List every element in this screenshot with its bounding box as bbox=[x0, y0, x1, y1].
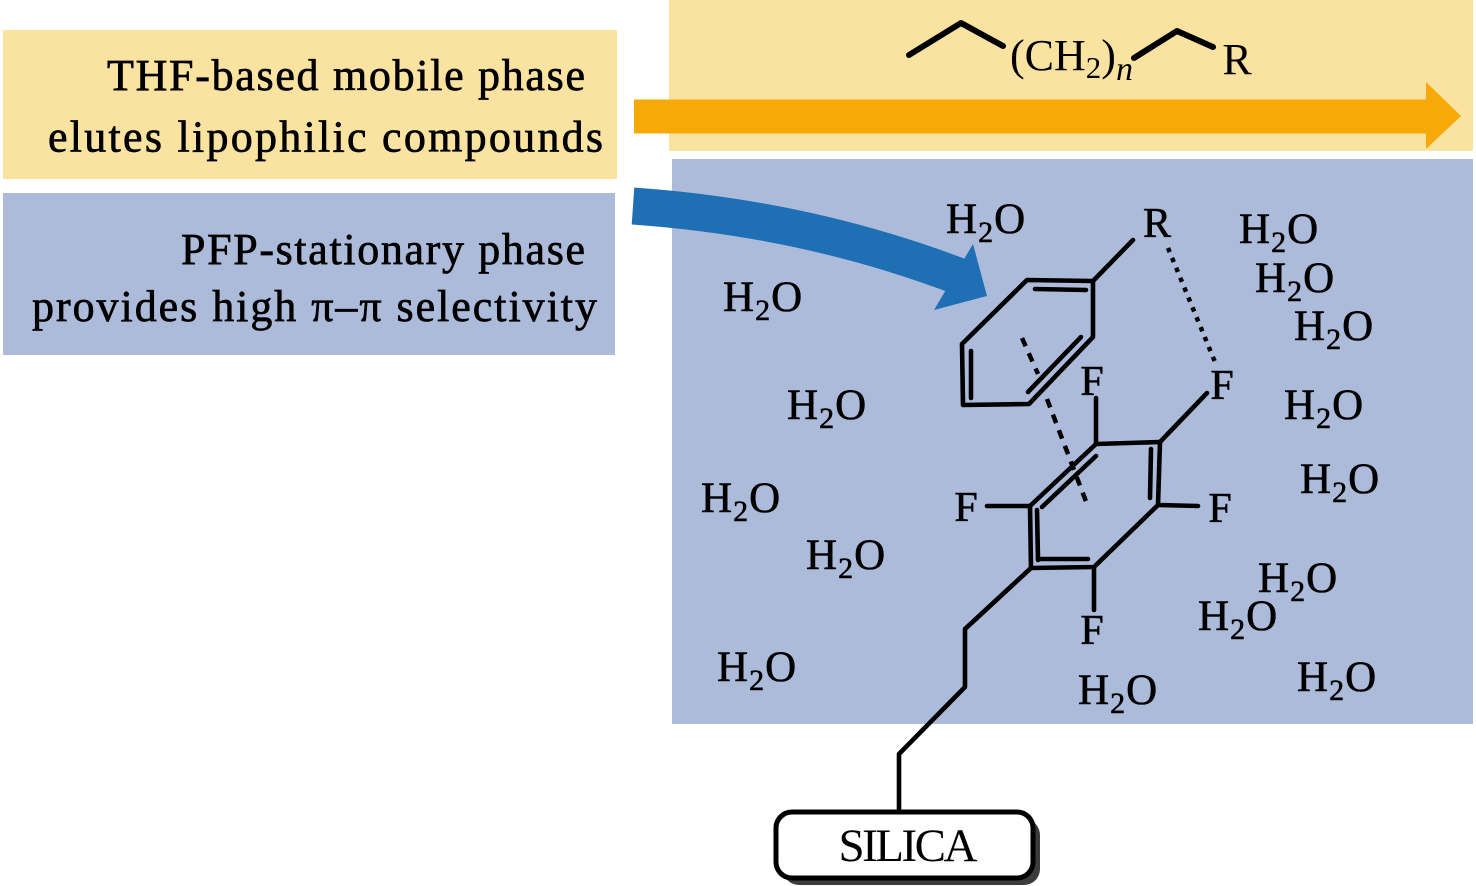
svg-text:F: F bbox=[1208, 486, 1231, 532]
svg-text:(CH2)n: (CH2)n bbox=[1010, 31, 1133, 88]
svg-text:F: F bbox=[1080, 359, 1103, 405]
svg-text:THF-based mobile phase: THF-based mobile phase bbox=[107, 51, 585, 100]
svg-text:R: R bbox=[1143, 201, 1171, 247]
svg-text:F: F bbox=[954, 485, 977, 531]
svg-text:F: F bbox=[1210, 363, 1233, 409]
svg-text:provides high π–π selectivity: provides high π–π selectivity bbox=[32, 282, 597, 331]
svg-text:H2O: H2O bbox=[717, 644, 797, 697]
svg-text:SILICA: SILICA bbox=[839, 820, 978, 872]
svg-text:H2O: H2O bbox=[1255, 255, 1335, 308]
svg-text:H2O: H2O bbox=[701, 475, 781, 528]
svg-text:PFP-stationary phase: PFP-stationary phase bbox=[181, 225, 585, 274]
svg-text:H2O: H2O bbox=[723, 274, 803, 327]
svg-text:F: F bbox=[1080, 608, 1103, 654]
svg-text:R: R bbox=[1222, 35, 1252, 84]
svg-text:elutes lipophilic compounds: elutes lipophilic compounds bbox=[48, 113, 603, 162]
